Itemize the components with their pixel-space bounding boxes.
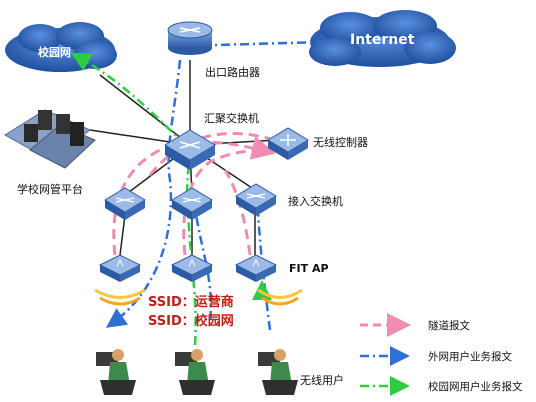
internet-traffic-path (105, 40, 326, 331)
access-switch-label: 接入交换机 (288, 195, 343, 208)
aggregation-switch-icon (164, 129, 216, 170)
egress-router-label: 出口路由器 (205, 66, 260, 79)
signal-wave-icon (94, 288, 303, 306)
access-point-icon (234, 254, 278, 282)
controller-icon (267, 127, 309, 160)
user-workstation-icon (96, 349, 136, 395)
switch-icon (235, 183, 277, 216)
user-workstation-icon (175, 349, 215, 395)
legend-label-tunnel: 隧道报文 (428, 320, 470, 332)
access-point-icon (170, 254, 214, 282)
campus-network-label: 校园网 (38, 46, 71, 59)
wireless-users-label: 无线用户 (300, 374, 344, 387)
internet-label: Internet (350, 32, 415, 48)
management-platform-label: 学校网管平台 (17, 183, 83, 196)
legend-label-internet: 外网用户业务报文 (428, 351, 512, 363)
aggregation-switch-label: 汇聚交换机 (204, 112, 259, 125)
wireless-controller-label: 无线控制器 (313, 136, 368, 149)
server-rack-icon (4, 109, 96, 169)
legend-swatches (360, 313, 411, 396)
fit-ap-label: FIT AP (289, 262, 329, 275)
switch-icon (104, 187, 146, 220)
internet-cloud-icon (309, 10, 456, 67)
switch-icon (171, 187, 213, 220)
user-workstation-icon (258, 349, 298, 395)
legend-label-campus: 校园网用户业务报文 (428, 381, 523, 393)
ssid-campus: SSID：校园网 (148, 314, 234, 329)
access-point-icon (98, 254, 142, 282)
router-icon (167, 21, 213, 55)
ssid-operator: SSID：运营商 (148, 295, 234, 310)
